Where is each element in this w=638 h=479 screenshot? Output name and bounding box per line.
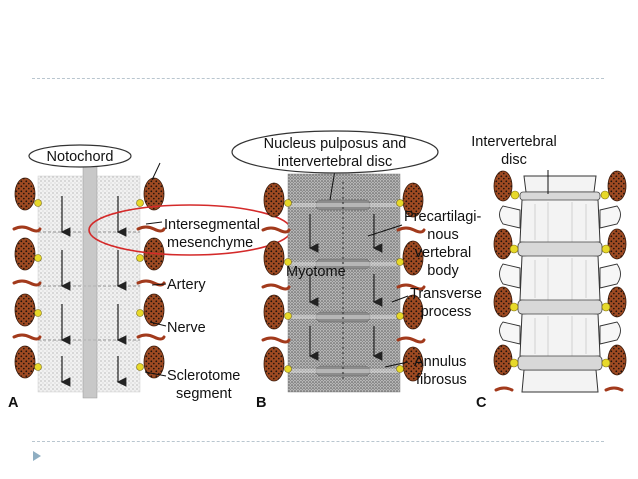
label-ivdisc-2: disc bbox=[501, 152, 527, 168]
panel-c-myotomes bbox=[493, 170, 627, 376]
bottom-divider bbox=[32, 441, 604, 442]
panel-a-leader-lines bbox=[144, 162, 167, 377]
label-nucleus-1: Nucleus pulposus and bbox=[264, 136, 407, 152]
panel-b-disc-bands bbox=[288, 203, 400, 373]
label-sclerotome-1: Sclerotome bbox=[167, 368, 240, 384]
panel-letter-a: A bbox=[8, 395, 19, 411]
panel-letter-b: B bbox=[256, 395, 266, 411]
panel-c-transverse-processes bbox=[499, 205, 621, 345]
panel-c-vertebral-bodies bbox=[519, 175, 601, 393]
panel-a-notochord-rod bbox=[82, 165, 98, 399]
label-ivdisc-1: Intervertebral bbox=[471, 134, 556, 150]
label-transverse-1: Transverse bbox=[410, 286, 482, 302]
panel-c-body-hatching bbox=[534, 202, 587, 356]
panel-c: Intervertebral disc C bbox=[471, 134, 627, 411]
panel-letter-c: C bbox=[476, 395, 487, 411]
label-precart-4: body bbox=[427, 263, 459, 279]
notochord-label-ellipse bbox=[28, 144, 132, 168]
panel-a-ganglia bbox=[34, 199, 144, 371]
panel-b-right-myotomes bbox=[402, 182, 424, 382]
label-notochord: Notochord bbox=[47, 149, 114, 165]
panel-b-leader-lines bbox=[329, 169, 409, 368]
label-annulus-2: fibrosus bbox=[416, 372, 467, 388]
bullet-arrow-icon bbox=[33, 451, 41, 461]
panel-a-arrows bbox=[60, 196, 127, 387]
panel-b: Nucleus pulposus and intervertebral disc… bbox=[231, 130, 482, 411]
panel-a-right-myotomes bbox=[143, 177, 165, 379]
label-transverse-2: process bbox=[421, 304, 472, 320]
label-myotome: Myotome bbox=[286, 264, 346, 280]
label-precart-2: nous bbox=[427, 227, 458, 243]
panel-b-ganglia bbox=[284, 199, 404, 373]
label-intersegmental-1: Intersegmental bbox=[164, 217, 260, 233]
panel-c-intervertebral-discs bbox=[517, 191, 603, 371]
label-nerve: Nerve bbox=[167, 320, 206, 336]
top-divider bbox=[32, 78, 604, 79]
nucleus-label-ellipse bbox=[231, 130, 439, 174]
panel-a-left-myotomes bbox=[14, 177, 36, 379]
panel-b-arteries bbox=[261, 226, 426, 344]
label-intersegmental-2: mesenchyme bbox=[167, 235, 253, 251]
label-precart-3: vertebral bbox=[415, 245, 471, 261]
label-artery: Artery bbox=[167, 277, 206, 293]
panel-c-arteries bbox=[494, 386, 624, 392]
panel-b-left-myotomes bbox=[263, 182, 285, 382]
panel-a: Notochord Intersegmental mesenchyme Arte… bbox=[8, 144, 260, 411]
label-nucleus-2: intervertebral disc bbox=[278, 154, 392, 170]
label-annulus-1: Annulus bbox=[414, 354, 466, 370]
panel-c-ganglia bbox=[509, 190, 611, 368]
label-precart-1: Precartilagi- bbox=[404, 209, 482, 225]
label-sclerotome-2: segment bbox=[176, 386, 232, 402]
panel-b-arrows bbox=[308, 214, 383, 361]
